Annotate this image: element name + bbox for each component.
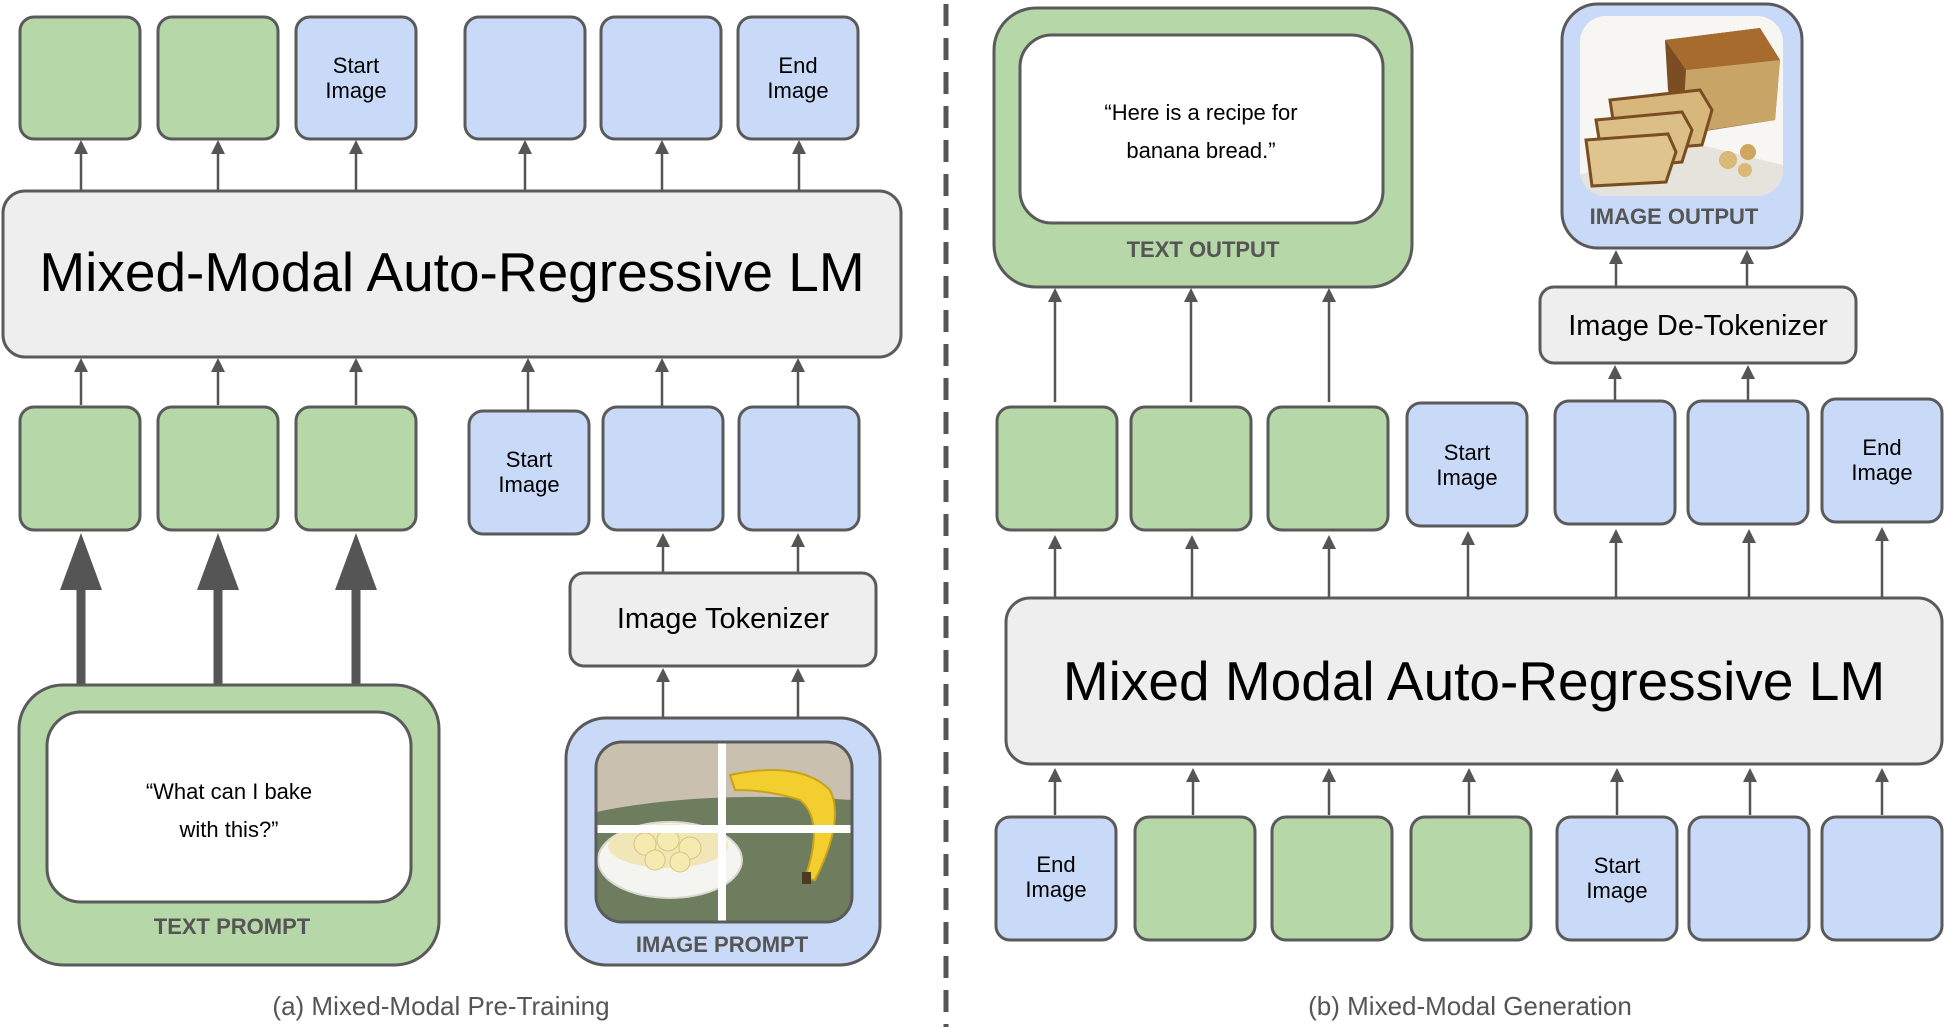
right-top-token-2 [1129, 405, 1253, 532]
right-bottom-token-7 [1820, 815, 1944, 942]
right-caption: (b) Mixed-Modal Generation [1308, 991, 1632, 1021]
left-thick-arrows [60, 533, 377, 686]
right-bottom-token-4 [1409, 815, 1533, 942]
image-tokenizer-block [568, 571, 878, 668]
right-arrows-tokens-to-lm [1048, 768, 1889, 815]
right-top-token-4 [1405, 401, 1529, 528]
text-prompt-bubble [45, 710, 413, 904]
text-output-label: TEXT OUTPUT [1127, 237, 1280, 262]
right-top-token-3 [1266, 405, 1390, 532]
image-prompt-photo [596, 742, 852, 922]
right-bottom-token-1 [994, 815, 1118, 942]
right-bottom-token-6 [1687, 815, 1811, 942]
left-top-token-1 [18, 15, 142, 141]
left-top-token-6 [736, 15, 860, 141]
image-detokenizer-block [1538, 285, 1858, 365]
left-bottom-token-6 [737, 405, 861, 532]
left-bottom-token-3 [294, 405, 418, 532]
left-caption: (a) Mixed-Modal Pre-Training [272, 991, 609, 1021]
left-lm-title: Mixed-Modal Auto-Regressive LM [39, 241, 864, 303]
image-detokenizer-label: Image De-Tokenizer [1568, 310, 1828, 342]
left-arrows-image-to-tokenizer [656, 668, 805, 718]
right-bottom-token-3 [1270, 815, 1394, 942]
right-bottom-token-2 [1133, 815, 1257, 942]
right-bottom-token-5 [1555, 815, 1679, 942]
right-arrows-lm-to-top [1048, 527, 1889, 597]
right-arrows-detok-to-output [1609, 250, 1754, 286]
image-output-photo [1580, 16, 1783, 196]
left-bottom-token-4 [467, 409, 591, 536]
right-top-token-5 [1553, 399, 1677, 526]
left-top-token-5 [599, 15, 723, 141]
right-top-token-7 [1820, 397, 1944, 524]
left-top-token-4 [463, 15, 587, 141]
image-prompt-label: IMAGE PROMPT [636, 932, 809, 957]
left-bottom-token-1 [18, 405, 142, 532]
left-lm-block [1, 189, 903, 359]
left-arrows-lm-to-top [74, 140, 806, 190]
right-arrows-tokens-to-text-output [1048, 288, 1336, 402]
left-arrows-tokenizer-to-tokens [656, 533, 805, 572]
left-top-token-3 [294, 15, 418, 141]
right-top-token-1 [995, 405, 1119, 532]
right-lm-title: Mixed Modal Auto-Regressive LM [1063, 650, 1885, 712]
text-output-bubble [1018, 33, 1385, 225]
left-bottom-token-5 [601, 405, 725, 532]
left-bottom-token-2 [156, 405, 280, 532]
right-top-token-6 [1686, 399, 1810, 526]
left-arrows-tokens-to-lm [74, 358, 805, 410]
right-lm-block [1004, 596, 1944, 766]
image-tokenizer-label: Image Tokenizer [617, 603, 830, 635]
image-output-label: IMAGE OUTPUT [1590, 204, 1759, 229]
right-arrows-tokens-to-detok [1608, 365, 1755, 400]
left-top-token-2 [156, 15, 280, 141]
text-prompt-label: TEXT PROMPT [154, 914, 311, 939]
